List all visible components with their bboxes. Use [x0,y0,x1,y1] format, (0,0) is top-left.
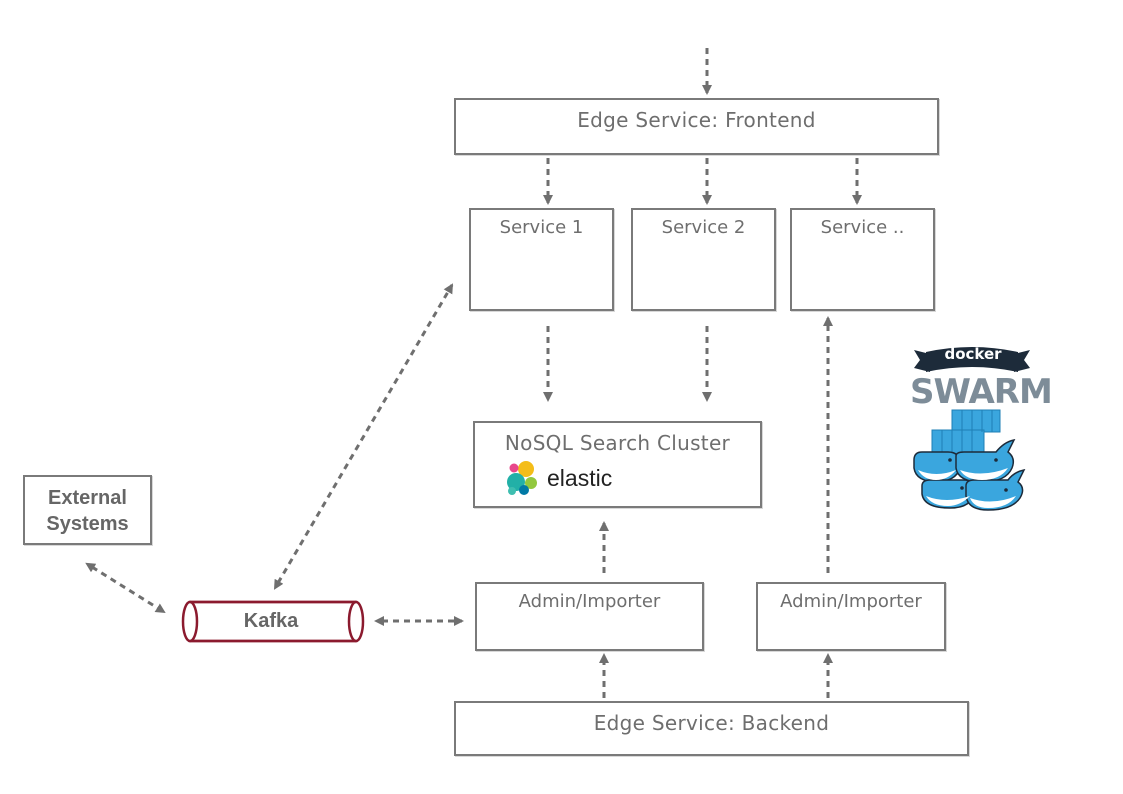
docker-whales-icon [913,409,1026,511]
service-2-label: Service 2 [661,217,746,238]
service-2-box: Service 2 [631,208,776,311]
docker-banner-icon [914,347,1030,372]
edge-service-backend-label: Edge Service: Backend [593,711,830,735]
nosql-search-cluster-label: NoSQL Search Cluster [504,431,731,455]
nosql-search-cluster-box: NoSQL Search Cluster elastic [473,421,762,508]
kafka-queue-icon [181,600,365,643]
kafka-label: Kafka [243,610,299,632]
admin-importer-2-label: Admin/Importer [780,591,922,612]
elastic-logo-text: elastic [547,465,613,491]
service-1-box: Service 1 [469,208,614,311]
docker-swarm-logo: docker SWARM [908,344,1053,524]
edge-service-backend-box: Edge Service: Backend [454,701,969,756]
docker-logo-text: docker [944,345,1002,363]
arrow-kafka-service1 [273,283,454,590]
admin-importer-1-box: Admin/Importer [475,582,704,651]
swarm-logo-text: SWARM [910,372,1053,412]
edge-service-frontend-label: Edge Service: Frontend [577,108,816,132]
admin-importer-2-box: Admin/Importer [756,582,946,651]
edge-service-frontend-box: Edge Service: Frontend [454,98,939,155]
arrow-external-kafka [85,562,166,614]
external-systems-box: External Systems [23,475,152,545]
service-1-label: Service 1 [499,217,584,238]
service-more-box: Service .. [790,208,935,311]
elastic-logo-icon [507,461,537,495]
external-systems-label: External Systems [46,487,129,535]
admin-importer-1-label: Admin/Importer [518,591,661,612]
service-more-label: Service .. [820,217,905,238]
